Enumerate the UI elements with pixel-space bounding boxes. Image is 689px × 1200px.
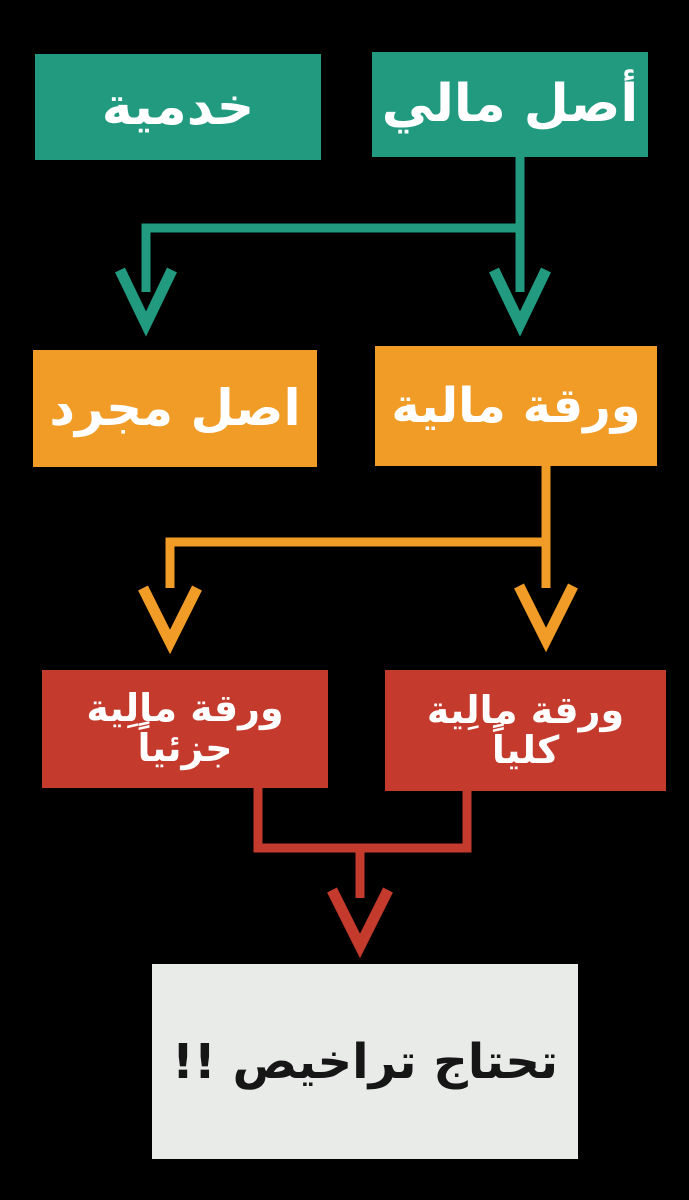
node-partially-financial-paper: ورقة مالِية جزئياً: [42, 670, 328, 788]
node-financial-asset: أصل مالي: [372, 52, 648, 157]
teal-branch-line: [141, 150, 525, 292]
orange-left-arrowhead-icon: [138, 585, 202, 655]
result-box: تحتاج تراخيص !!: [152, 964, 578, 1159]
node-partially-financial-paper-line1: ورقة مالِية: [86, 686, 284, 731]
node-abstract-asset: اصل مجرد: [33, 350, 317, 467]
node-financial-paper: ورقة مالية: [375, 346, 657, 466]
orange-right-arrowhead-icon: [514, 583, 578, 653]
node-financial-paper-label: ورقة مالية: [391, 377, 641, 434]
red-merge-line: [253, 782, 472, 853]
node-fully-financial-paper-line2: كلياً: [491, 727, 560, 772]
red-merge-arrow: [253, 782, 472, 959]
result-label: تحتاج تراخيص !!: [171, 1033, 559, 1090]
teal-branch-arrows: [115, 150, 551, 337]
teal-left-arrowhead-icon: [115, 267, 177, 337]
node-financial-asset-label: أصل مالي: [381, 74, 639, 135]
node-abstract-asset-label: اصل مجرد: [49, 379, 301, 438]
red-arrowhead-icon: [327, 887, 393, 959]
node-fully-financial-paper: ورقة مالِية كلياً: [385, 670, 666, 791]
node-service: خدمية: [35, 54, 321, 160]
teal-right-arrowhead-icon: [489, 267, 551, 337]
orange-branch-arrows: [138, 460, 578, 655]
node-service-label: خدمية: [101, 76, 255, 137]
node-fully-financial-paper-line1: ورقة مالِية: [426, 687, 625, 732]
orange-branch-line: [165, 460, 551, 588]
node-partially-financial-paper-line2: جزئياً: [137, 726, 233, 770]
